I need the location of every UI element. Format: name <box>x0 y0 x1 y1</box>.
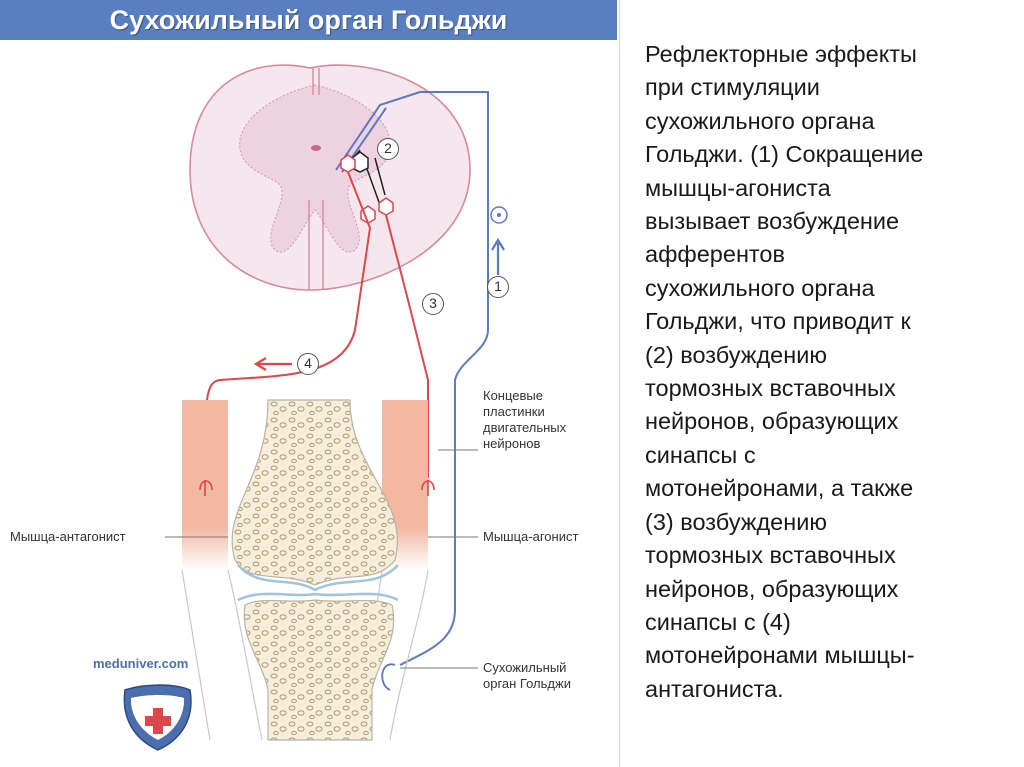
marker-2: 2 <box>377 138 399 160</box>
marker-3: 3 <box>422 293 444 315</box>
tendon-organ-label: Сухожильный орган Гольджи <box>483 660 571 691</box>
marker-4: 4 <box>297 353 319 375</box>
title-bar <box>0 0 617 40</box>
antagonist-muscle-label: Мышца-антагонист <box>10 529 126 544</box>
site-watermark: meduniver.com <box>93 656 189 671</box>
figure-title: Сухожильный орган Гольджи <box>109 5 508 35</box>
central-canal <box>311 145 321 151</box>
afferent-fiber <box>335 91 489 666</box>
joint-cartilage <box>237 564 399 592</box>
motor-end-plate <box>421 480 435 496</box>
end-plates-label: Концевые пластинки двигательных нейронов <box>483 388 567 451</box>
golgi-tendon-organ <box>381 663 396 691</box>
femur <box>231 399 398 586</box>
golgi-tendon-organ-diagram: Сухожильный орган Гольджи Концевые пласт… <box>0 0 620 767</box>
diagram-illustration <box>123 64 508 751</box>
caption-text: Рефлекторные эффекты при стимуляции сухо… <box>645 41 924 702</box>
tibia <box>243 599 395 741</box>
marker-1: 1 <box>487 276 509 298</box>
arrow-icon <box>491 237 505 275</box>
arrow-icon <box>253 357 292 371</box>
agonist-muscle-label: Мышца-агонист <box>483 529 579 544</box>
motor-end-plate <box>199 480 213 496</box>
shield-cross-icon <box>123 684 192 751</box>
